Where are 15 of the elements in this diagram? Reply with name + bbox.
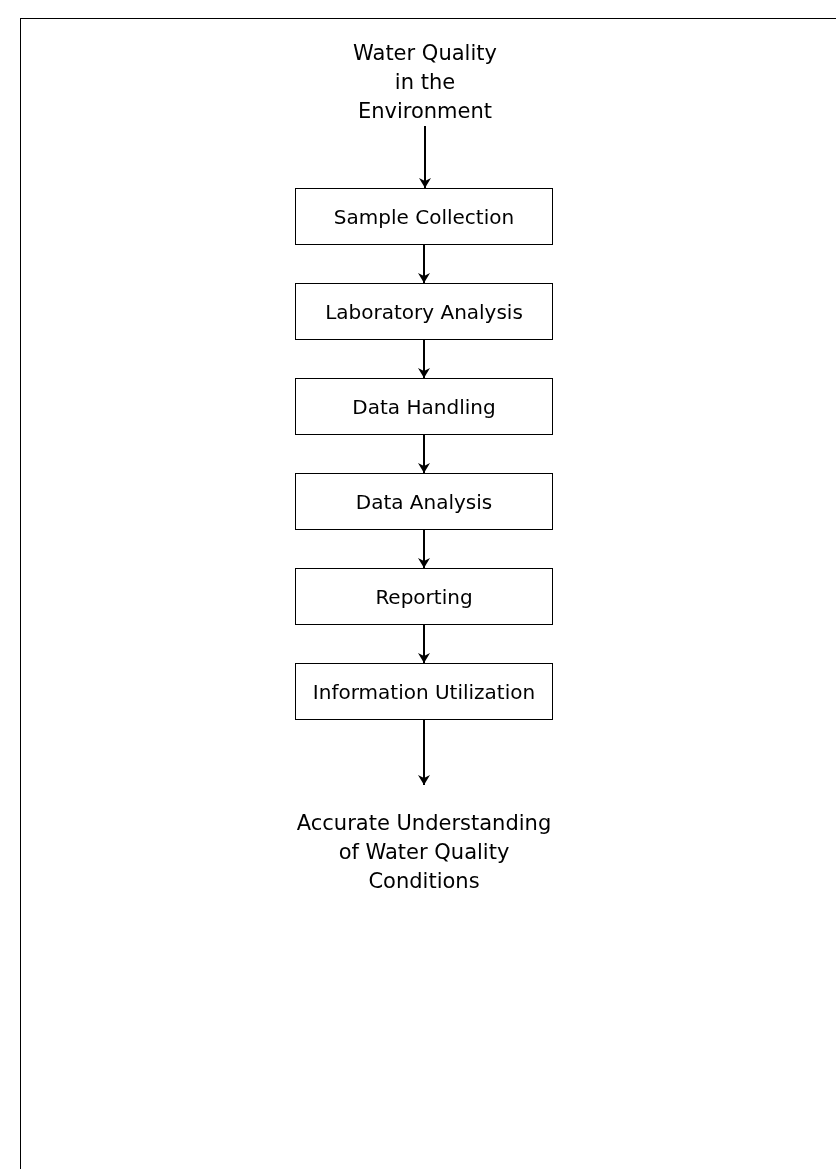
arrow (418, 624, 430, 664)
arrow (418, 719, 430, 786)
arrow (418, 244, 430, 284)
process-box: Data Analysis (295, 473, 553, 530)
process-box: Data Handling (295, 378, 553, 435)
flow-text: Water Quality in the Environment (345, 38, 505, 126)
process-box: Laboratory Analysis (295, 283, 553, 340)
flow-text: Accurate Understanding of Water Quality Conditions (290, 785, 558, 920)
arrow (418, 339, 430, 379)
process-box: Information Utilization (295, 663, 553, 720)
process-box: Reporting (295, 568, 553, 625)
process-box: Sample Collection (295, 188, 553, 245)
arrow (418, 434, 430, 474)
arrow (418, 529, 430, 569)
arrow (419, 125, 431, 189)
